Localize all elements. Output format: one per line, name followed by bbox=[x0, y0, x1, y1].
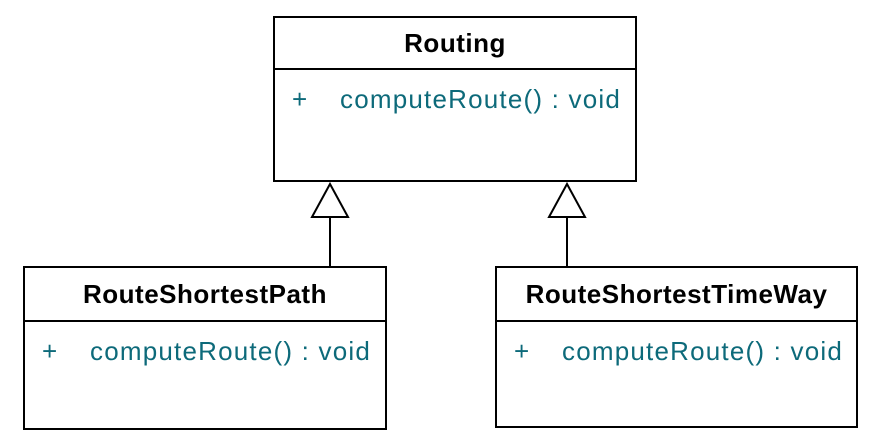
method-visibility: + bbox=[42, 336, 58, 366]
class-name: Routing bbox=[404, 27, 506, 58]
class-name: RouteShortestTimeWay bbox=[525, 278, 828, 309]
class-methods-section: + computeRoute() : void bbox=[275, 70, 635, 114]
class-box-routeshortestpath: RouteShortestPath + computeRoute() : void bbox=[23, 266, 387, 430]
class-name-header: Routing bbox=[275, 18, 635, 70]
method-visibility: + bbox=[292, 84, 308, 114]
method-signature: computeRoute() : void bbox=[340, 84, 621, 114]
class-methods-section: + computeRoute() : void bbox=[497, 322, 856, 366]
method-row: + computeRoute() : void bbox=[292, 84, 635, 114]
inheritance-triangle-icon bbox=[310, 181, 350, 218]
method-row: + computeRoute() : void bbox=[514, 336, 856, 366]
generalization-routeshortestpath-to-routing bbox=[310, 181, 350, 267]
class-name-header: RouteShortestPath bbox=[25, 268, 385, 322]
class-name-header: RouteShortestTimeWay bbox=[497, 268, 856, 322]
method-visibility: + bbox=[514, 336, 530, 366]
inheritance-triangle-icon bbox=[547, 181, 587, 218]
generalization-routeshortesttimeway-to-routing bbox=[547, 181, 587, 267]
method-row: + computeRoute() : void bbox=[42, 336, 385, 366]
class-methods-section: + computeRoute() : void bbox=[25, 322, 385, 366]
method-signature: computeRoute() : void bbox=[562, 336, 843, 366]
class-name: RouteShortestPath bbox=[83, 278, 327, 309]
class-box-routeshortesttimeway: RouteShortestTimeWay + computeRoute() : v… bbox=[495, 266, 858, 428]
method-signature: computeRoute() : void bbox=[90, 336, 371, 366]
class-box-routing: Routing + computeRoute() : void bbox=[273, 16, 637, 182]
